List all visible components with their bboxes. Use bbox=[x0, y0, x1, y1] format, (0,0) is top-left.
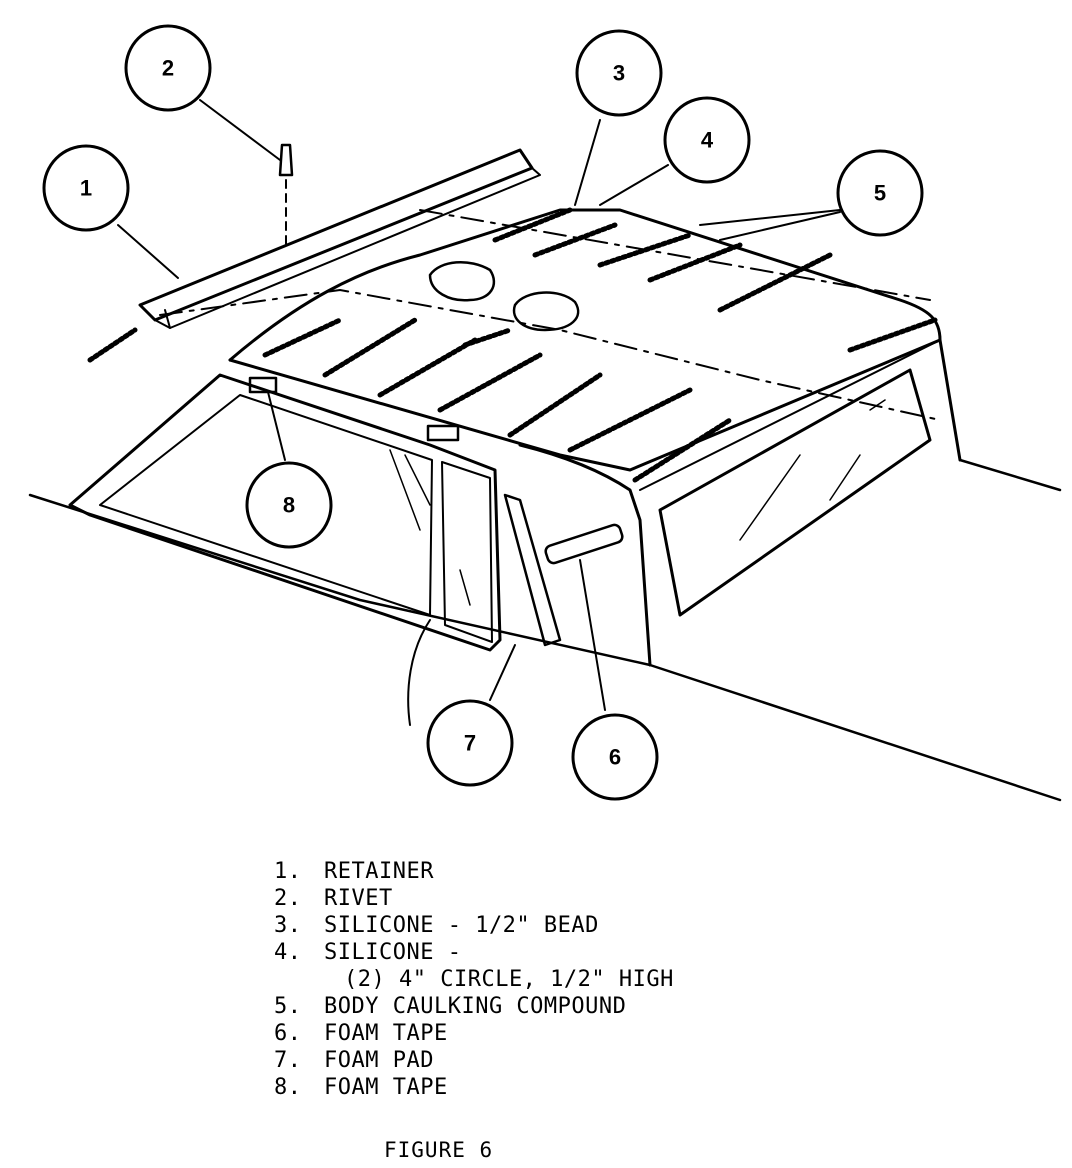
truck-bed-rail-left bbox=[28, 493, 1062, 802]
callout-label-2: 2 bbox=[162, 56, 174, 81]
legend-number: 3. bbox=[274, 913, 302, 938]
legend-number: 1. bbox=[274, 859, 302, 884]
legend-label: RETAINER bbox=[324, 859, 434, 884]
legend-item: 2. RIVET bbox=[274, 885, 794, 912]
legend-label: BODY CAULKING COMPOUND bbox=[324, 994, 627, 1019]
legend-label: (2) 4" CIRCLE, 1/2" HIGH bbox=[344, 967, 674, 992]
foam-tape-top-right bbox=[426, 424, 460, 442]
callout-circle-4 bbox=[663, 96, 751, 184]
foam-pad bbox=[503, 493, 562, 647]
leader-3 bbox=[574, 119, 601, 206]
legend-item: 8. FOAM TAPE bbox=[274, 1074, 794, 1101]
dash-center-line bbox=[159, 289, 941, 421]
legend-label: FOAM TAPE bbox=[324, 1075, 448, 1100]
legend-item: 3. SILICONE - 1/2" BEAD bbox=[274, 912, 794, 939]
callout-label-1: 1 bbox=[80, 176, 92, 201]
silicone-circle-2 bbox=[512, 291, 580, 332]
truck-bed-rail-right bbox=[958, 458, 1062, 492]
leader-1 bbox=[117, 224, 179, 279]
parts-legend: 1. RETAINER 2. RIVET 3. SILICONE - 1/2" … bbox=[274, 858, 794, 1101]
callout-label-6: 6 bbox=[609, 745, 621, 770]
callout-circle-7 bbox=[426, 699, 514, 787]
retainer bbox=[138, 148, 534, 322]
leader-7 bbox=[489, 644, 516, 701]
callout-label-7: 7 bbox=[464, 731, 476, 756]
truck-cap-diagram: 1 2 3 4 5 6 7 8 bbox=[28, 24, 1062, 802]
callout-circle-6 bbox=[571, 713, 659, 801]
legend-number: 4. bbox=[274, 940, 302, 965]
legend-item: 5. BODY CAULKING COMPOUND bbox=[274, 993, 794, 1020]
callout-circle-8 bbox=[245, 461, 333, 549]
legend-number: 8. bbox=[274, 1075, 302, 1100]
callout-circle-1 bbox=[42, 144, 130, 232]
legend-label: RIVET bbox=[324, 886, 393, 911]
legend-item: 4. SILICONE - bbox=[274, 939, 794, 966]
callout-circle-5 bbox=[836, 149, 924, 237]
legend-item: 7. FOAM PAD bbox=[274, 1047, 794, 1074]
legend-label: FOAM PAD bbox=[324, 1048, 434, 1073]
cap-roof-outline bbox=[228, 208, 962, 462]
side-window-frame bbox=[658, 368, 932, 617]
cap-front-edge bbox=[228, 338, 942, 472]
legend-item: 1. RETAINER bbox=[274, 858, 794, 885]
callout-label-8: 8 bbox=[283, 493, 295, 518]
callout-label-5: 5 bbox=[874, 181, 886, 206]
leader-6 bbox=[579, 559, 606, 711]
legend-label: SILICONE - bbox=[324, 940, 462, 965]
leader-2 bbox=[199, 99, 281, 161]
front-window-frame bbox=[68, 373, 502, 652]
legend-number: 7. bbox=[274, 1048, 302, 1073]
foam-tape-top-left bbox=[248, 376, 278, 394]
callout-circle-3 bbox=[575, 29, 663, 117]
caulking-beads bbox=[87, 207, 938, 483]
legend-number: 5. bbox=[274, 994, 302, 1019]
leader-4 bbox=[599, 164, 669, 206]
callout-label-3: 3 bbox=[613, 61, 625, 86]
foam-tape-side bbox=[544, 523, 624, 565]
rivet bbox=[278, 143, 294, 177]
legend-label: SILICONE - 1/2" BEAD bbox=[324, 913, 599, 938]
leader-5b bbox=[719, 211, 841, 241]
callout-circle-2 bbox=[124, 24, 212, 112]
legend-item: 6. FOAM TAPE bbox=[274, 1020, 794, 1047]
legend-number: 6. bbox=[274, 1021, 302, 1046]
callout-label-4: 4 bbox=[701, 128, 714, 153]
silicone-circle-1 bbox=[428, 260, 496, 302]
legend-item: (2) 4" CIRCLE, 1/2" HIGH bbox=[274, 966, 794, 993]
legend-label: FOAM TAPE bbox=[324, 1021, 448, 1046]
leader-8 bbox=[267, 391, 286, 461]
figure-caption: FIGURE 6 bbox=[384, 1138, 494, 1162]
legend-number: 2. bbox=[274, 886, 302, 911]
leader-5a bbox=[699, 209, 841, 226]
